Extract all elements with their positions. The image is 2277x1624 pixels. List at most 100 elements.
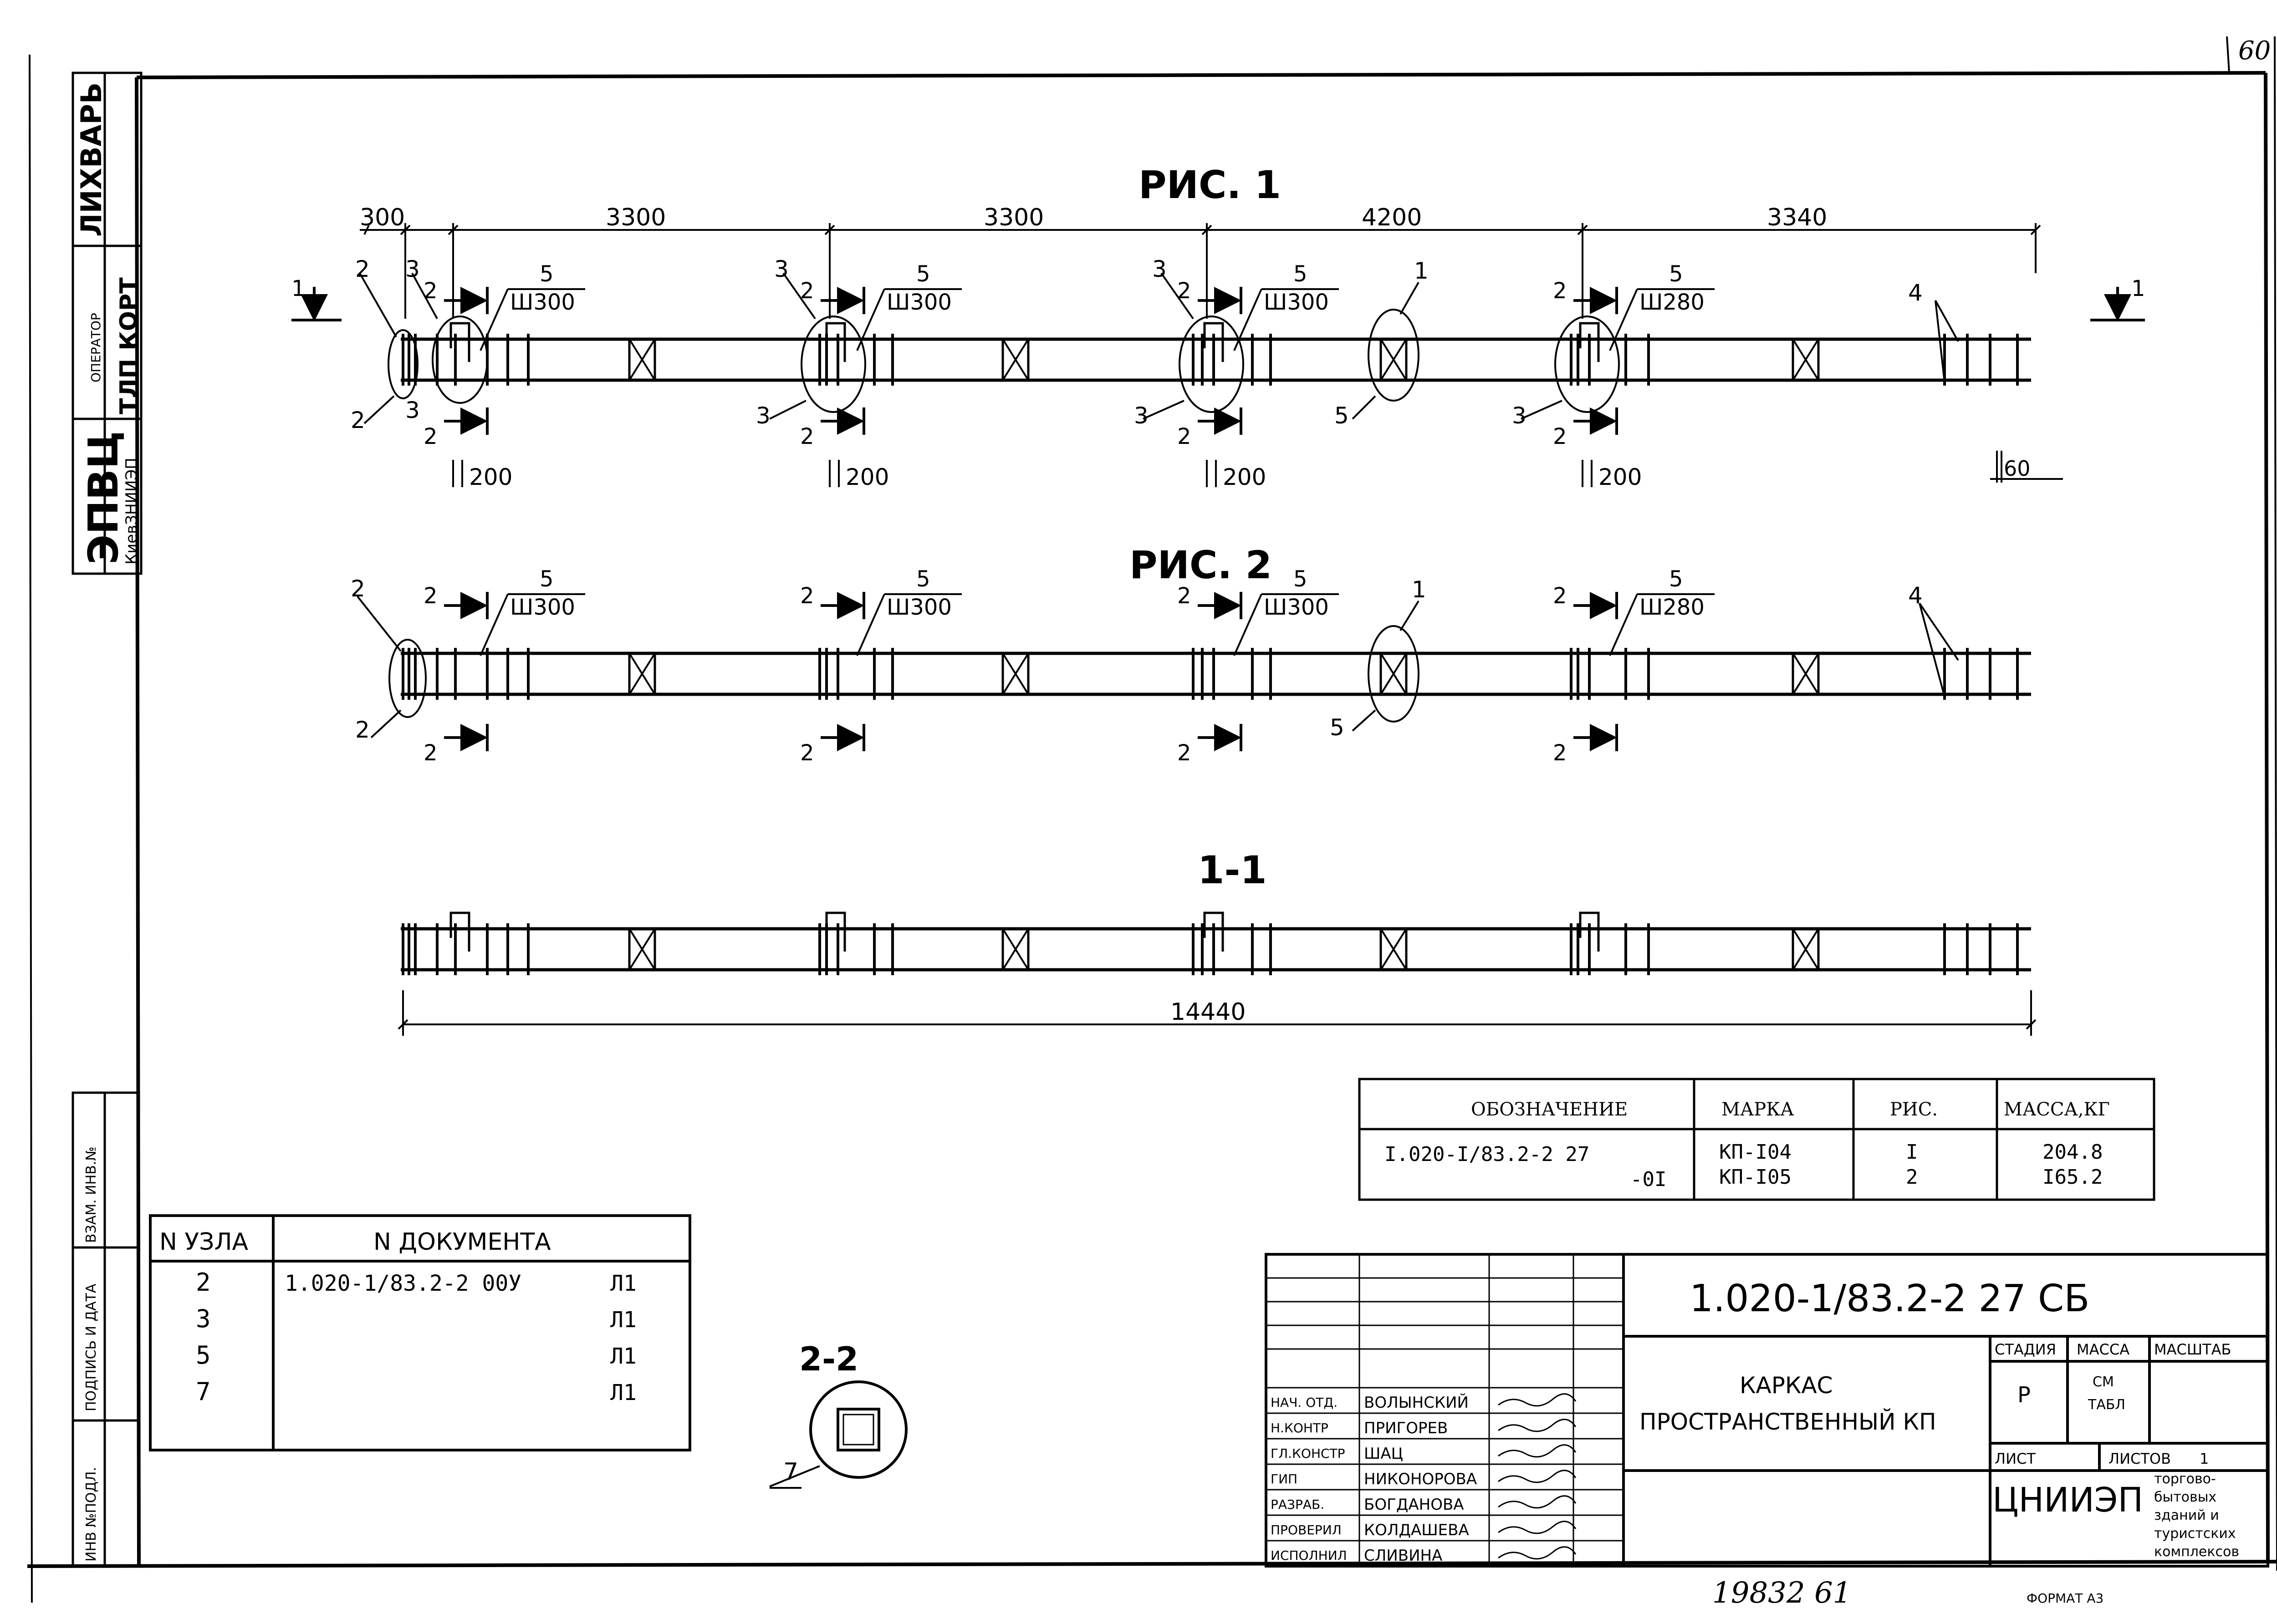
doc-name-line1: КАРКАС bbox=[1740, 1372, 1833, 1399]
fig1-callout-3d: 3 bbox=[756, 402, 771, 429]
node-sheet: Л1 bbox=[610, 1271, 637, 1296]
dim-4200: 4200 bbox=[1362, 204, 1422, 231]
spec-r2-designation: -0I bbox=[1630, 1168, 1666, 1191]
sh-callout-5: 5 bbox=[1293, 566, 1307, 592]
tb-role: ГЛ.КОНСТР bbox=[1271, 1446, 1345, 1461]
section22-detail bbox=[769, 1380, 908, 1489]
section1-arrows bbox=[291, 287, 2145, 321]
brace-panel bbox=[628, 338, 656, 382]
sheet-label: ЛИСТ bbox=[1995, 1450, 2036, 1467]
dim-300: 300 bbox=[360, 204, 405, 231]
sheets-value: 1 bbox=[2200, 1450, 2209, 1467]
page-number: 60 bbox=[2238, 36, 2271, 66]
fig1-callout-2b: 2 bbox=[351, 407, 365, 433]
cut-label: 2 bbox=[424, 424, 438, 449]
brace-panel bbox=[1379, 338, 1408, 382]
section11-title: 1-1 bbox=[1198, 848, 1267, 892]
tb-person: НИКОНОРОВА bbox=[1364, 1470, 1477, 1488]
mass-label: МАССА bbox=[2077, 1341, 2129, 1358]
node-number: 3 bbox=[196, 1304, 211, 1333]
sh-leader bbox=[480, 594, 509, 656]
node-sheet: Л1 bbox=[610, 1344, 637, 1369]
spec-r2-mass: I65.2 bbox=[2042, 1166, 2103, 1189]
title-block bbox=[1265, 1253, 2269, 1568]
stamp-name: ЛИХВАРЬ bbox=[75, 82, 108, 237]
cut-label: 2 bbox=[1177, 740, 1191, 766]
spec-header-designation: ОБОЗНАЧЕНИЕ bbox=[1471, 1099, 1628, 1120]
fig2-callout-1: 1 bbox=[1412, 576, 1426, 603]
signature bbox=[1498, 1521, 1577, 1534]
sh-label: Ш300 bbox=[1264, 290, 1329, 315]
section1-mark-right: 1 bbox=[2131, 276, 2145, 301]
tb-role: РАЗРАБ. bbox=[1271, 1497, 1324, 1512]
fig1-callout-3f: 3 bbox=[1134, 402, 1149, 429]
section22-node: 7 bbox=[783, 1458, 798, 1486]
fig1-callout-3e: 3 bbox=[1152, 256, 1167, 282]
fig2-callout-4: 4 bbox=[1908, 582, 1923, 609]
small-dim: 200 bbox=[846, 464, 889, 490]
signature bbox=[1498, 1546, 1577, 1560]
spec-header-mark: МАРКА bbox=[1721, 1099, 1794, 1120]
small-dim: 200 bbox=[1223, 464, 1266, 490]
sh-leader bbox=[1233, 289, 1262, 351]
scale-label: МАСШТАБ bbox=[2154, 1341, 2231, 1358]
tb-person: БОГДАНОВА bbox=[1364, 1496, 1464, 1514]
brace-diagonal bbox=[1792, 338, 1819, 381]
fig1-callout-4: 4 bbox=[1908, 280, 1923, 306]
side-col-3: ИНВ №ПОДЛ. bbox=[83, 1467, 99, 1562]
sh-callout-5: 5 bbox=[1669, 566, 1683, 592]
node-plate bbox=[1579, 911, 1600, 952]
tb-person: ПРИГОРЕВ bbox=[1364, 1419, 1448, 1437]
sh-leader bbox=[1609, 289, 1638, 351]
brace-diagonal bbox=[628, 652, 656, 695]
brace-panel bbox=[1001, 927, 1030, 971]
tb-person: ВОЛЫНСКИЙ bbox=[1364, 1393, 1469, 1412]
brace-diagonal bbox=[1002, 652, 1029, 695]
node-plate bbox=[1203, 322, 1224, 362]
brace-panel bbox=[1379, 652, 1408, 696]
brace-panel bbox=[1379, 927, 1408, 971]
section2-cut-marks: 225Ш300200225Ш300200225Ш300200225Ш280200… bbox=[424, 261, 2063, 766]
doc-code: 1.020-1/83.2-2 27 СБ bbox=[1690, 1277, 2089, 1320]
fig1-beam bbox=[401, 322, 2031, 386]
spec-r1-designation: I.020-I/83.2-2 27 bbox=[1384, 1143, 1589, 1166]
bottom-note: 19832 61 bbox=[1712, 1576, 1851, 1610]
sh-leader bbox=[1233, 594, 1262, 656]
org-sub-line: комплексов bbox=[2154, 1544, 2239, 1560]
fig1-callouts bbox=[359, 272, 1959, 424]
fig1-callout-1: 1 bbox=[1414, 258, 1429, 284]
cut-label: 2 bbox=[1177, 424, 1191, 449]
spec-r1-fig: I bbox=[1906, 1140, 1918, 1164]
node-plate bbox=[449, 322, 470, 362]
cut-label: 2 bbox=[424, 740, 438, 766]
sh-callout-5: 5 bbox=[916, 566, 930, 592]
fig1-dim-chain bbox=[360, 223, 2041, 319]
brace-diagonal bbox=[1792, 652, 1819, 695]
sh-callout-5: 5 bbox=[540, 261, 554, 287]
cut-label: 2 bbox=[424, 583, 438, 609]
tb-person: ШАЦ bbox=[1364, 1445, 1403, 1463]
node-document: 1.020-1/83.2-2 00У bbox=[285, 1271, 521, 1296]
sh-label: Ш280 bbox=[1639, 595, 1705, 620]
brace-diagonal bbox=[1380, 928, 1407, 971]
brace-panel bbox=[628, 927, 656, 971]
node-sheet: Л1 bbox=[610, 1380, 637, 1405]
mass-ref-1: СМ bbox=[2093, 1374, 2114, 1390]
fig2-callouts bbox=[357, 596, 1959, 738]
signature bbox=[1498, 1470, 1577, 1483]
brace-diagonal bbox=[1380, 338, 1407, 381]
tb-person: СЛИВИНА bbox=[1364, 1547, 1442, 1565]
sh-callout-5: 5 bbox=[1293, 261, 1307, 287]
fig1-callout-3b: 3 bbox=[405, 397, 420, 423]
spec-header-fig: РИС. bbox=[1890, 1099, 1938, 1120]
brace-panel bbox=[1792, 652, 1820, 696]
dim-3300-a: 3300 bbox=[606, 204, 666, 231]
sh-label: Ш280 bbox=[1639, 290, 1705, 315]
node-number: 7 bbox=[196, 1377, 211, 1406]
spec-table bbox=[1358, 1078, 2155, 1201]
brace-diagonal bbox=[1380, 652, 1407, 695]
cut-label: 2 bbox=[1553, 583, 1567, 609]
stamp-operator: ТЛП КОРТ bbox=[115, 277, 143, 414]
org-sub-line: туристских bbox=[2154, 1526, 2236, 1542]
cut-label: 2 bbox=[800, 278, 814, 304]
